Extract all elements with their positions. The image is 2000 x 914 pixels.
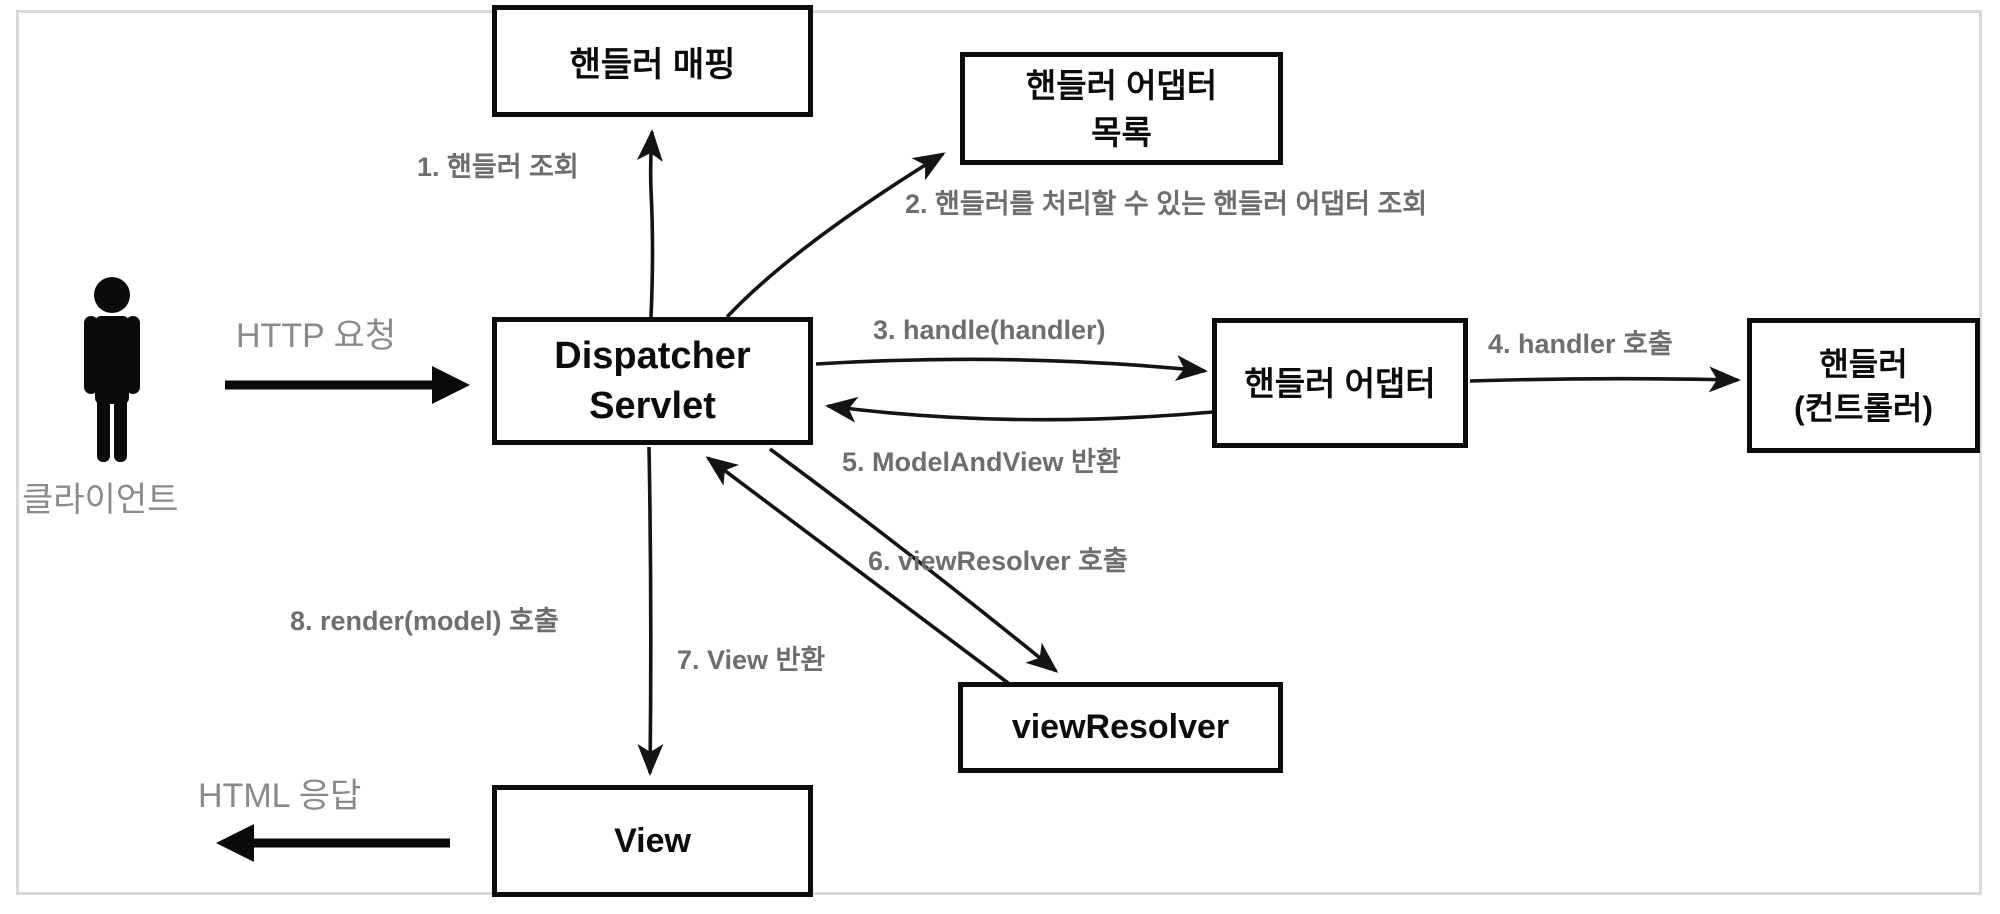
handler-controller-box: 핸들러 (컨트롤러) xyxy=(1747,318,1980,453)
step3-label: 3. handle(handler) xyxy=(873,315,1106,345)
arrow-step3-handle xyxy=(815,355,1208,382)
handler-mapping-box: 핸들러 매핑 xyxy=(492,5,813,117)
arrow-step5-modelandview-return xyxy=(825,396,1214,423)
step2-label: 2. 핸들러를 처리할 수 있는 핸들러 어댑터 조회 xyxy=(905,189,1428,219)
handler-adapter-label: 핸들러 어댑터 xyxy=(1244,364,1436,402)
arrow-step8-render-call xyxy=(637,446,664,776)
handler-adapter-list-label-line1: 핸들러 어댑터 xyxy=(1025,66,1218,104)
view-label: View xyxy=(614,821,691,860)
step8-label: 8. render(model) 호출 xyxy=(290,606,559,636)
arrow-step4-handler-call xyxy=(1469,366,1741,393)
step7-label: 7. View 반환 xyxy=(677,645,826,675)
view-box: View xyxy=(492,785,813,897)
dispatcher-servlet-label-line1: Dispatcher xyxy=(554,335,751,377)
handler-mapping-label: 핸들러 매핑 xyxy=(569,45,736,84)
arrow-step7-view-return xyxy=(705,456,1010,685)
handler-controller-label-line2: (컨트롤러) xyxy=(1793,389,1934,426)
step4-label: 4. handler 호출 xyxy=(1488,329,1673,359)
handler-controller-label-line1: 핸들러 xyxy=(1819,345,1908,382)
dispatcher-servlet-label-line2: Servlet xyxy=(589,385,716,427)
arrow-step2-adapter-lookup xyxy=(725,152,946,319)
http-request-label: HTTP 요청 xyxy=(236,317,397,355)
client-label: 클라이언트 xyxy=(22,481,179,519)
http-request-arrow xyxy=(225,366,470,404)
dispatcher-servlet-box: Dispatcher Servlet xyxy=(492,317,813,445)
arrow-step1-handler-lookup xyxy=(636,129,663,318)
arrow-step6-viewresolver-call xyxy=(768,447,1059,673)
handler-adapter-list-label-line2: 목록 xyxy=(1091,113,1152,151)
html-response-arrow xyxy=(216,824,450,862)
handler-adapter-list-box: 핸들러 어댑터 목록 xyxy=(960,52,1283,165)
step5-label: 5. ModelAndView 반환 xyxy=(842,447,1121,477)
step1-label: 1. 핸들러 조회 xyxy=(417,152,579,182)
person-icon xyxy=(84,277,140,462)
step6-label: 6. viewResolver 호출 xyxy=(868,546,1128,576)
html-response-label: HTML 응답 xyxy=(198,777,362,815)
view-resolver-box: viewResolver xyxy=(958,682,1283,773)
handler-adapter-box: 핸들러 어댑터 xyxy=(1212,318,1468,448)
view-resolver-label: viewResolver xyxy=(1011,708,1230,746)
